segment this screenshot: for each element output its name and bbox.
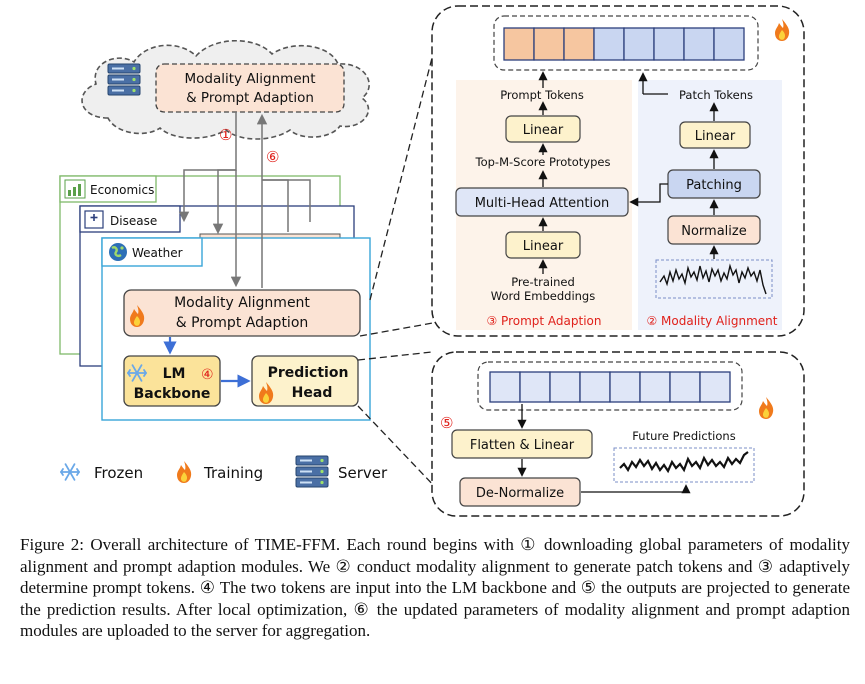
flatten-linear-box [451, 429, 593, 459]
flatten-linear-label: Flatten & Linear [470, 438, 575, 453]
modality-linear-box [679, 121, 751, 149]
connector-module-detail-top [369, 57, 433, 301]
step-1-label: ① [219, 126, 232, 144]
modality-branch-bg [638, 80, 782, 330]
modality-linear-label: Linear [695, 129, 736, 144]
domain-disease-label: Disease [110, 214, 157, 228]
server-module-box [155, 63, 345, 113]
figure-caption: Figure 2: Overall architecture of TIME-F… [20, 534, 850, 642]
denormalize-box [459, 477, 581, 507]
embeddings-line2: Word Embeddings [491, 289, 595, 303]
input-series-line [659, 263, 767, 295]
attention-box [455, 187, 629, 217]
connector-head-detail-bottom [357, 405, 439, 491]
head-line1: Prediction [268, 365, 349, 381]
server-module-line2: & Prompt Adaption [186, 90, 314, 106]
future-predictions-label: Future Predictions [632, 429, 735, 443]
normalize-label: Normalize [681, 224, 746, 239]
lm-line2: Backbone [134, 386, 211, 402]
head-line2: Head [292, 385, 333, 401]
legend-server: Server [338, 464, 388, 482]
prompt-branch-caption: ③ Prompt Adaption [486, 314, 601, 328]
prototypes-label: Top-M-Score Prototypes [475, 155, 611, 169]
normalize-box [667, 215, 761, 245]
client-module-line2: & Prompt Adaption [176, 315, 309, 331]
connector-head-detail-top [357, 351, 433, 361]
step-6-label: ⑥ [266, 148, 279, 166]
hospital-icon [84, 210, 104, 229]
server-module-line1: Modality Alignment [185, 71, 316, 87]
server-icon [295, 455, 329, 488]
legend: Frozen Training Server [60, 455, 388, 488]
prompt-tokens-label: Prompt Tokens [500, 88, 584, 102]
step-5-label: ⑤ [440, 414, 453, 432]
modality-branch-caption: ② Modality Alignment [646, 314, 777, 328]
domain-economics-label: Economics [90, 183, 154, 197]
server-cloud: Modality Alignment & Prompt Adaption [81, 39, 370, 140]
series-input-box [655, 259, 773, 299]
prompt-linear-top-label: Linear [523, 123, 564, 138]
prompt-linear-top [505, 115, 581, 143]
prompt-linear-bottom-label: Linear [523, 239, 564, 254]
chart-icon [64, 179, 86, 199]
embeddings-line1: Pre-trained [511, 275, 575, 289]
prompt-linear-bottom [505, 231, 581, 259]
federated-arrows [178, 112, 311, 288]
legend-training: Training [203, 464, 263, 482]
output-token-strip [489, 371, 731, 403]
snowflake-icon [60, 463, 80, 481]
lm-backbone-box [123, 355, 221, 407]
globe-icon [109, 243, 127, 261]
server-icon [107, 63, 141, 96]
client-module-box [123, 289, 361, 337]
lm-line1: LM [163, 366, 186, 382]
client-module-line1: Modality Alignment [174, 295, 310, 311]
module-detail-panel: Prompt Tokens Linear Top-M-Score Prototy… [431, 5, 805, 337]
future-series-line [619, 451, 749, 474]
figure-caption-text: Figure 2: Overall architecture of TIME-F… [20, 535, 850, 640]
step-4-label: ④ [201, 367, 214, 383]
token-strip [503, 27, 745, 61]
prediction-head-box [251, 355, 359, 407]
legend-frozen: Frozen [94, 464, 143, 482]
patching-label: Patching [686, 178, 742, 193]
flame-icon [177, 461, 192, 483]
attention-label: Multi-Head Attention [475, 196, 610, 211]
architecture-diagram: Modality Alignment & Prompt Adaption ① ⑥… [59, 5, 805, 517]
patch-tokens-label: Patch Tokens [679, 88, 753, 102]
domain-weather-label: Weather [132, 246, 183, 260]
head-detail-panel: ⑤ Flatten & Linear De-Normalize Future P… [431, 351, 805, 517]
denormalize-label: De-Normalize [476, 486, 564, 501]
future-series-box [613, 447, 755, 483]
